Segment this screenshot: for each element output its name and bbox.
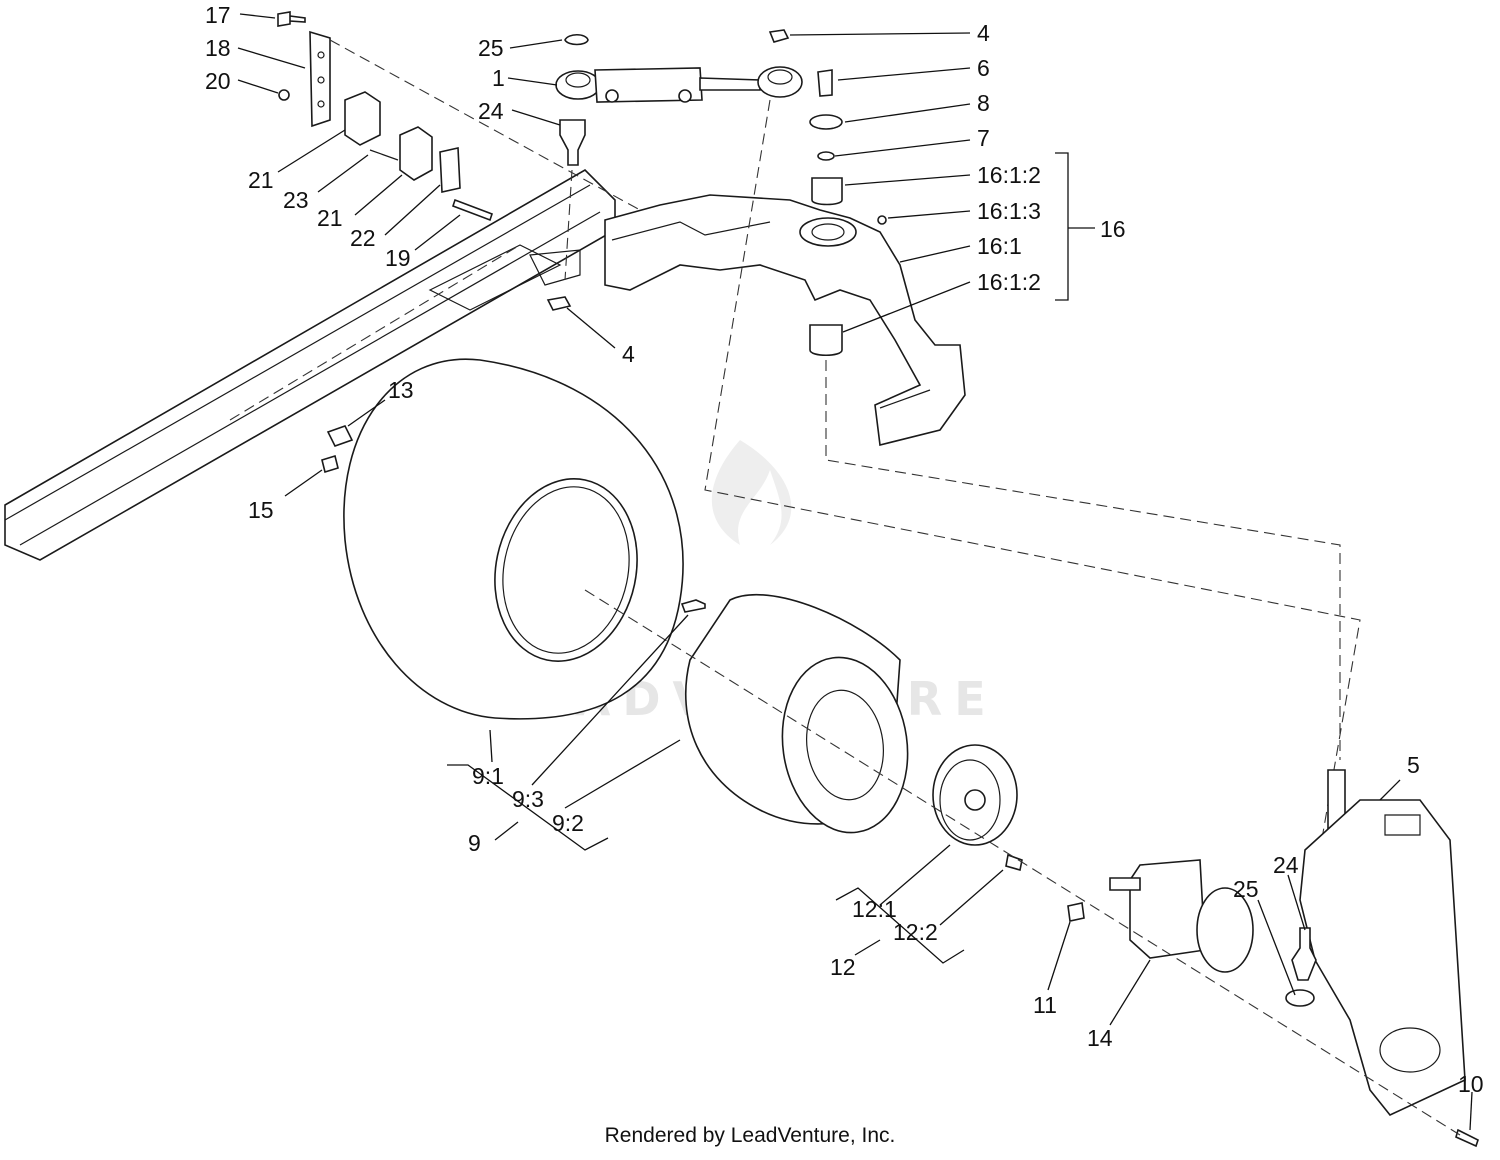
callout-16-1-2-top: 16:1:2	[977, 162, 1041, 188]
wheel-hub-12-1	[932, 744, 1018, 846]
washer-7	[817, 151, 835, 161]
lug-nut-15	[321, 454, 339, 474]
wheel-motor-14	[1109, 859, 1254, 973]
callout-20: 20	[205, 68, 231, 94]
tire-9-1	[343, 358, 684, 720]
callout-12-1: 12:1	[852, 896, 897, 922]
wheel-rim-9-2	[685, 593, 909, 834]
callout-18: 18	[205, 35, 231, 61]
callout-25-lower: 25	[1233, 876, 1259, 902]
clamp-block-21a	[344, 91, 381, 146]
callout-23: 23	[283, 187, 309, 213]
pin-23	[369, 149, 399, 161]
callout-24-top: 24	[478, 98, 504, 124]
callout-21b: 21	[317, 205, 343, 231]
callout-13: 13	[388, 377, 414, 403]
callout-19: 19	[385, 245, 411, 271]
callout-4-lower: 4	[622, 341, 635, 367]
nut-11	[1067, 902, 1085, 922]
hub-bolt-12-2	[1005, 853, 1023, 872]
callout-12-2: 12:2	[893, 919, 938, 945]
bolt-6	[817, 69, 833, 97]
callout-24-lower: 24	[1273, 852, 1299, 878]
snap-ring-25-top	[564, 33, 589, 46]
callout-9-2: 9:2	[552, 810, 584, 836]
lug-nut-13	[326, 425, 354, 447]
callout-11: 11	[1033, 992, 1057, 1018]
ball-joint-24-top	[559, 119, 586, 166]
callout-8: 8	[977, 90, 990, 116]
ball-joint-24-lower	[1291, 927, 1317, 981]
callout-25-top: 25	[478, 35, 504, 61]
clamp-block-21b	[399, 126, 433, 181]
mount-bracket-18	[309, 30, 331, 128]
callout-5: 5	[1407, 752, 1420, 778]
bolt-19	[451, 198, 494, 222]
nut-4-lower	[546, 296, 572, 311]
callout-4-top: 4	[977, 20, 990, 46]
callout-22: 22	[350, 225, 376, 251]
callout-16-1-3: 16:1:3	[977, 198, 1041, 224]
callout-6: 6	[977, 55, 990, 81]
callout-12: 12	[830, 954, 856, 980]
bolt-10	[1455, 1128, 1479, 1148]
callout-10: 10	[1458, 1071, 1484, 1097]
callout-17: 17	[205, 2, 231, 28]
callout-16-1-2-bottom: 16:1:2	[977, 269, 1041, 295]
nut-4-top	[768, 29, 790, 43]
steering-arm-16	[604, 194, 966, 446]
grease-fitting-16-1-3	[877, 215, 887, 225]
callout-21a: 21	[248, 167, 274, 193]
callout-16-1: 16:1	[977, 233, 1022, 259]
plate-22	[439, 147, 461, 193]
hydraulic-cylinder-1	[555, 66, 803, 103]
callout-16: 16	[1100, 216, 1126, 242]
bushing-16-1-2-top	[811, 177, 843, 206]
callout-9-3: 9:3	[512, 786, 544, 812]
washer-8	[809, 114, 843, 130]
snap-ring-25-lower	[1285, 989, 1315, 1007]
callout-9: 9	[468, 830, 481, 856]
callout-14: 14	[1087, 1025, 1113, 1051]
leader-lines	[237, 13, 1473, 1131]
callout-1: 1	[492, 65, 505, 91]
callout-15: 15	[248, 497, 274, 523]
render-credit: Rendered by LeadVenture, Inc.	[604, 1124, 896, 1147]
callout-9-1: 9:1	[472, 763, 504, 789]
callout-7: 7	[977, 125, 990, 151]
nut-20	[278, 89, 290, 101]
bushing-16-1-2-bottom	[809, 324, 843, 357]
valve-stem-9-3	[680, 599, 706, 613]
bolt-17	[277, 11, 306, 27]
